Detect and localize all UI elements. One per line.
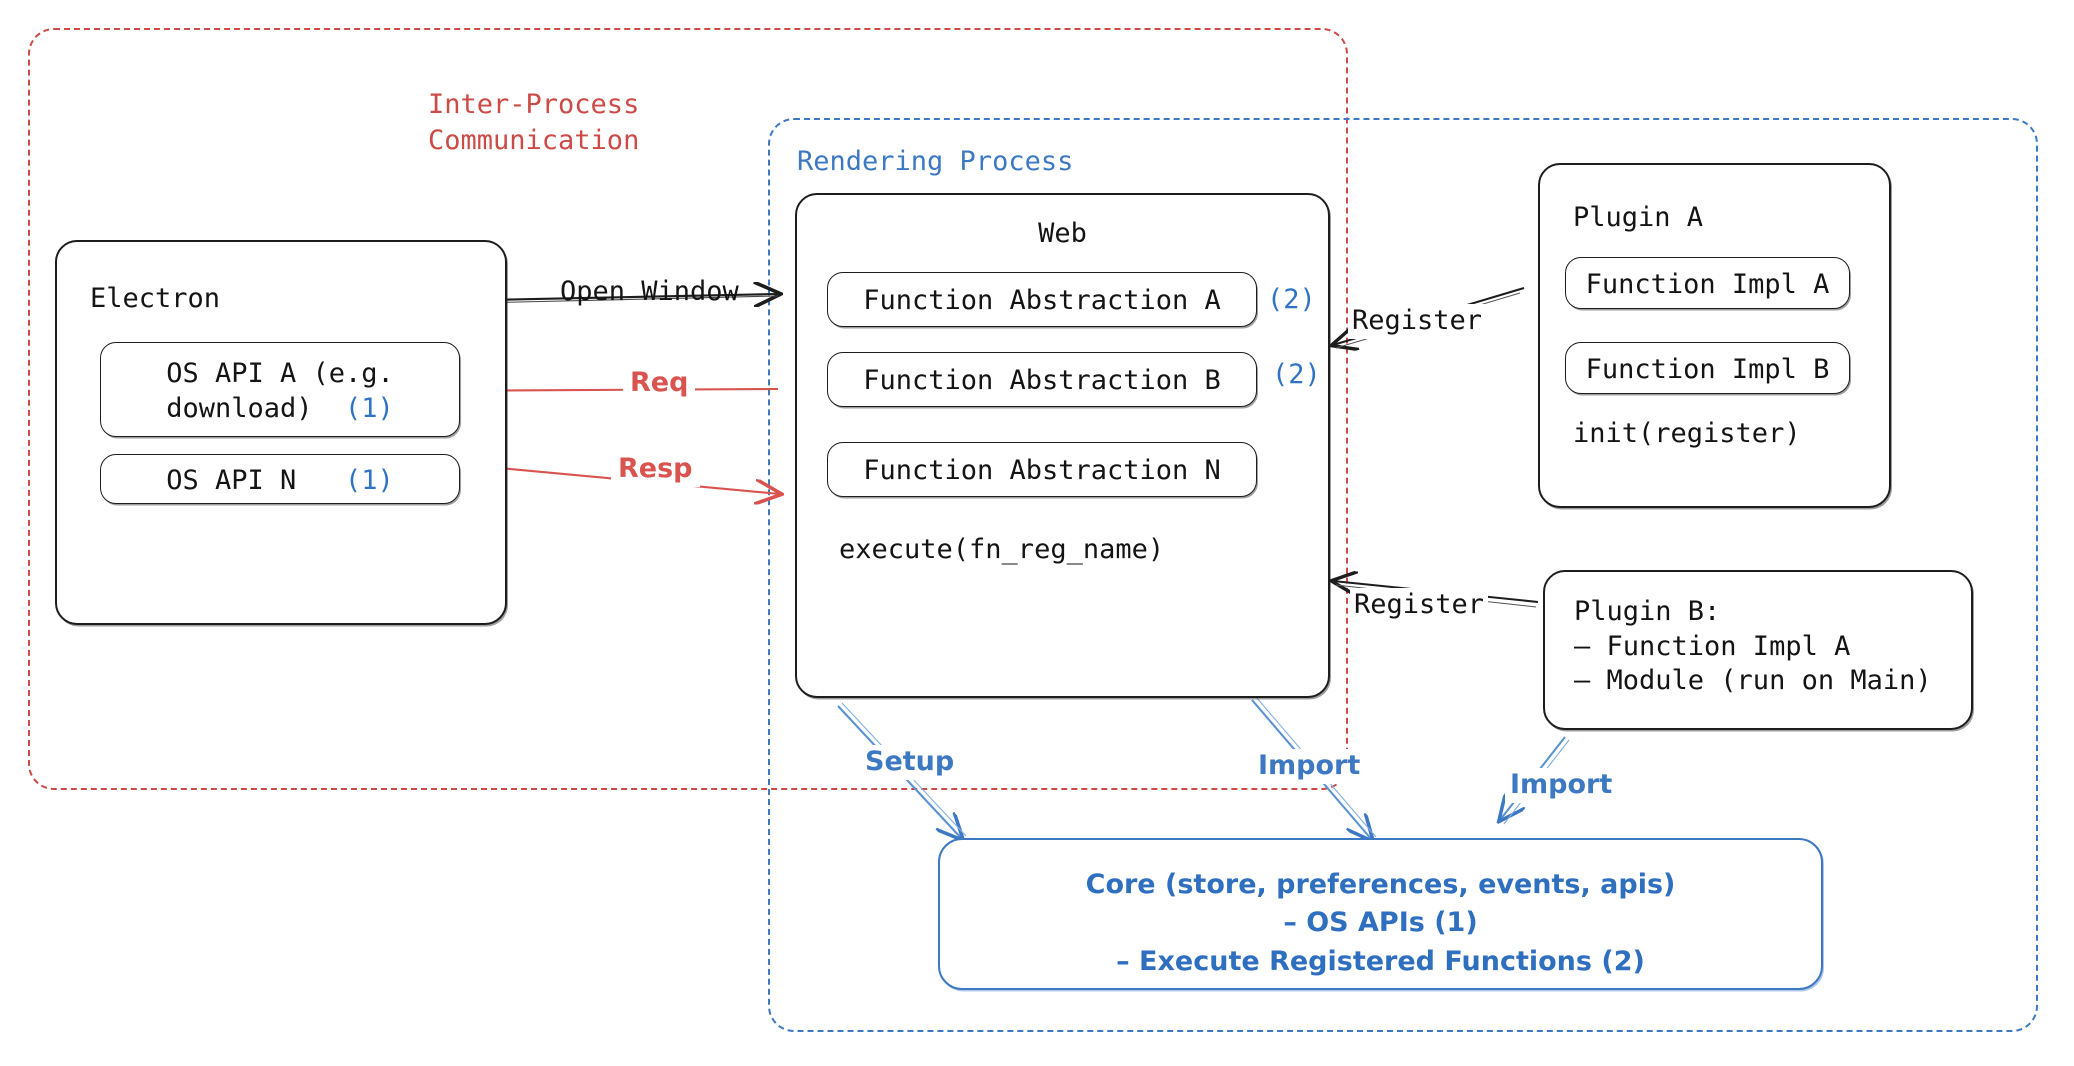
web-execute-label: execute(fn_reg_name) (839, 534, 1165, 565)
function-abstraction-b-box: Function Abstraction B (827, 352, 1257, 407)
plugin-b-content: Plugin B: – Function Impl A – Module (ru… (1574, 595, 1932, 699)
function-abstraction-n-label: Function Abstraction N (863, 455, 1221, 486)
core-line-1: Core (store, preferences, events, apis) (1085, 869, 1676, 900)
edge-label-resp: Resp (611, 452, 700, 487)
function-abstraction-b-label: Function Abstraction B (863, 365, 1221, 396)
edge-label-open-window: Open Window (560, 276, 739, 307)
function-abstraction-a-box: Function Abstraction A (827, 272, 1257, 327)
function-impl-b-box: Function Impl B (1565, 342, 1850, 394)
web-title: Web (1038, 218, 1087, 249)
edge-label-setup: Setup (860, 745, 960, 780)
core-line-3: – Execute Registered Functions (2) (1116, 945, 1645, 977)
edge-label-import-plugin-b: Import (1505, 768, 1618, 803)
plugin-a-box: Plugin A Function Impl A Function Impl B… (1538, 163, 1891, 508)
core-text: Core (store, preferences, events, apis) –… (940, 866, 1821, 981)
plugin-b-title: Plugin B: (1574, 596, 1721, 627)
function-abstraction-a-tag: (2) (1267, 284, 1316, 315)
function-abstraction-b-tag: (2) (1272, 359, 1321, 390)
electron-title: Electron (90, 283, 221, 314)
plugin-b-item-1: – Module (run on Main) (1574, 665, 1932, 697)
ipc-boundary (28, 28, 1348, 790)
os-api-n-tag: (1) (345, 465, 394, 496)
os-api-n-label: OS API N (1) (166, 465, 394, 496)
edge-label-register-bottom: Register (1350, 588, 1489, 623)
function-impl-b-label: Function Impl B (1585, 354, 1830, 385)
os-api-a-box: OS API A (e.g. download) (1) (100, 342, 460, 437)
function-impl-a-box: Function Impl A (1565, 257, 1850, 309)
function-abstraction-n-box: Function Abstraction N (827, 442, 1257, 497)
plugin-a-title: Plugin A (1573, 202, 1704, 233)
core-box: Core (store, preferences, events, apis) –… (938, 838, 1823, 990)
plugin-b-box: Plugin B: – Function Impl A – Module (ru… (1543, 570, 1973, 730)
edge-label-register-top: Register (1348, 304, 1487, 339)
function-abstraction-a-label: Function Abstraction A (863, 285, 1221, 316)
function-impl-a-label: Function Impl A (1585, 269, 1830, 300)
plugin-a-init-label: init(register) (1573, 418, 1801, 449)
os-api-n-box: OS API N (1) (100, 454, 460, 504)
edge-label-req: Req (623, 366, 696, 401)
core-line-2: – OS APIs (1) (1283, 907, 1478, 939)
web-box: Web Function Abstraction A (2) Function … (795, 193, 1330, 698)
ipc-label: Inter-Process Communication (428, 87, 639, 158)
os-api-a-label: OS API A (e.g. download) (1) (166, 358, 394, 424)
ipc-label-line2: Communication (428, 124, 640, 156)
electron-box: Electron OS API A (e.g. download) (1) OS… (55, 240, 507, 625)
rendering-process-boundary (768, 118, 2038, 1032)
edge-label-import-web: Import (1253, 749, 1366, 784)
ipc-label-line1: Inter-Process (428, 89, 640, 120)
rendering-process-label: Rendering Process (797, 146, 1074, 177)
plugin-b-item-0: – Function Impl A (1574, 630, 1851, 662)
os-api-a-tag: (1) (345, 392, 394, 424)
